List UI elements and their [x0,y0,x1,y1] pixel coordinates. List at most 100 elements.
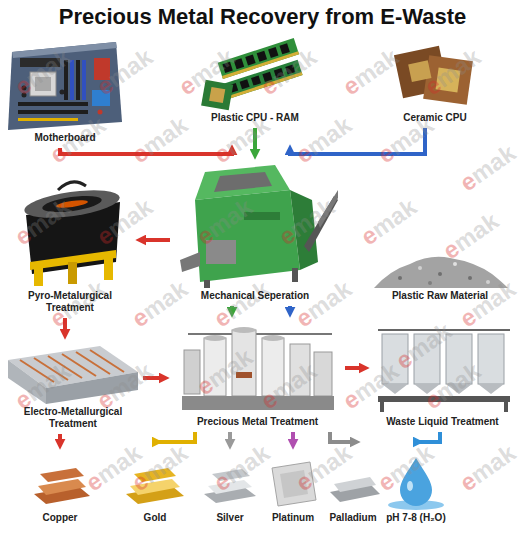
motherboard-picture [76,60,80,100]
watermark: emak [10,194,75,251]
watermark: emak [127,276,192,333]
motherboard-picture [18,110,88,114]
watermark: emak [438,208,503,265]
furnace-picture [58,182,86,190]
watermark: emak [92,358,157,415]
watermark: emak [291,276,356,333]
shredder-picture [292,268,298,282]
watermark: emak [455,440,520,497]
motherboard-picture [18,102,88,106]
electrolysis-picture [76,352,110,374]
watermark: emak [127,276,192,333]
refinery-picture [204,335,226,341]
plastic-pile-picture [438,272,442,276]
watermark: emak [291,276,356,333]
plastic-pile-picture [398,276,402,280]
plastic-pile-picture [418,266,422,270]
motherboard-picture [18,118,78,121]
process-node: Copper [28,450,92,528]
title: Precious Metal Recovery from E-Waste [59,4,467,30]
motherboard-picture [82,60,86,100]
cpu-ram-picture [245,54,255,65]
watermark: emak [338,44,403,101]
plastic-pile-picture [468,276,472,280]
flow-arrow [416,432,440,442]
motherboard-picture [60,90,65,95]
title-band: Precious Metal Recovery from E-Waste [0,4,525,30]
process-node: Pyro-Metalurgical Treatment [5,172,135,318]
node-label: Mechanical Seperation [172,290,338,302]
watermark: emak [127,112,192,169]
process-node: Silver [200,450,260,528]
furnace-picture [104,254,113,280]
watermark: emak [391,318,456,375]
watermark: emak [256,44,321,101]
watermark: emak [92,44,157,101]
watermark: emak [420,44,485,101]
flow-arrow [143,238,170,242]
node-label: Motherboard [7,132,123,144]
refinery-picture [262,335,284,341]
plastic-pile-picture [428,281,432,285]
watermark: emak [356,194,421,251]
watermark: emak [455,276,520,333]
watermark: emak [192,344,257,401]
furnace-picture [68,262,77,284]
node-label: Silver [202,512,258,524]
copper-bars-picture [38,479,86,495]
node-label: Pyro-Metalurgical Treatment [7,290,133,314]
watermark: emak [291,112,356,169]
shredder-picture [204,280,210,288]
watermark: emak [420,44,485,101]
watermark: emak [291,112,356,169]
node-label: Platinum [266,512,320,524]
node-label: Palladium [326,512,380,524]
node-label: Precious Metal Treatment [172,416,343,428]
node-label: Copper [30,512,90,524]
watermark: emak [455,276,520,333]
watermark: emak [209,440,274,497]
node-label: Gold [124,512,186,524]
process-node: Plastic Raw Material [365,250,515,306]
waste-tank-picture [380,402,384,412]
watermark: emak [373,440,438,497]
watermark: emak [455,440,520,497]
cpu-ram-picture [257,51,267,62]
process-node: Platinum [264,450,322,528]
watermark: emak [92,44,157,101]
watermark: emak [92,194,157,251]
process-node: Plastic CPU - RAM [195,44,315,128]
cpu-ram-picture [268,47,278,58]
watermark: emak [438,208,503,265]
process-node: Mechanical Seperation [170,160,340,306]
node-label: Plastic CPU - RAM [197,112,313,124]
palladium-bar-picture [334,477,376,492]
watermark: emak [420,358,485,415]
cpu-ram-picture [209,87,225,103]
flow-arrow [291,432,295,442]
watermark: emak [174,44,239,101]
watermark: emak [420,358,485,415]
watermark: emak [92,194,157,251]
process-node: pH 7-8 (H₂O) [375,450,457,528]
flow-arrow [58,434,62,442]
node-label: Ceramic CPU [387,112,483,124]
copper-bars-picture [40,468,84,482]
flow-arrow [228,432,232,442]
process-node: Motherboard [5,38,125,148]
shredder-picture [180,252,200,272]
process-node: Palladium [324,450,382,528]
cpu-ram-picture [279,43,289,54]
process-node: Precious Metal Treatment [170,318,345,432]
refinery-picture [188,333,332,335]
furnace-picture [34,266,43,286]
palladium-bar-picture [330,477,380,502]
waste-tank-picture [504,402,508,412]
water-picture [407,481,413,491]
flow-arrow [345,366,362,370]
watermark: emak [338,358,403,415]
node-label: Waste Liquid Treatment [372,416,513,428]
